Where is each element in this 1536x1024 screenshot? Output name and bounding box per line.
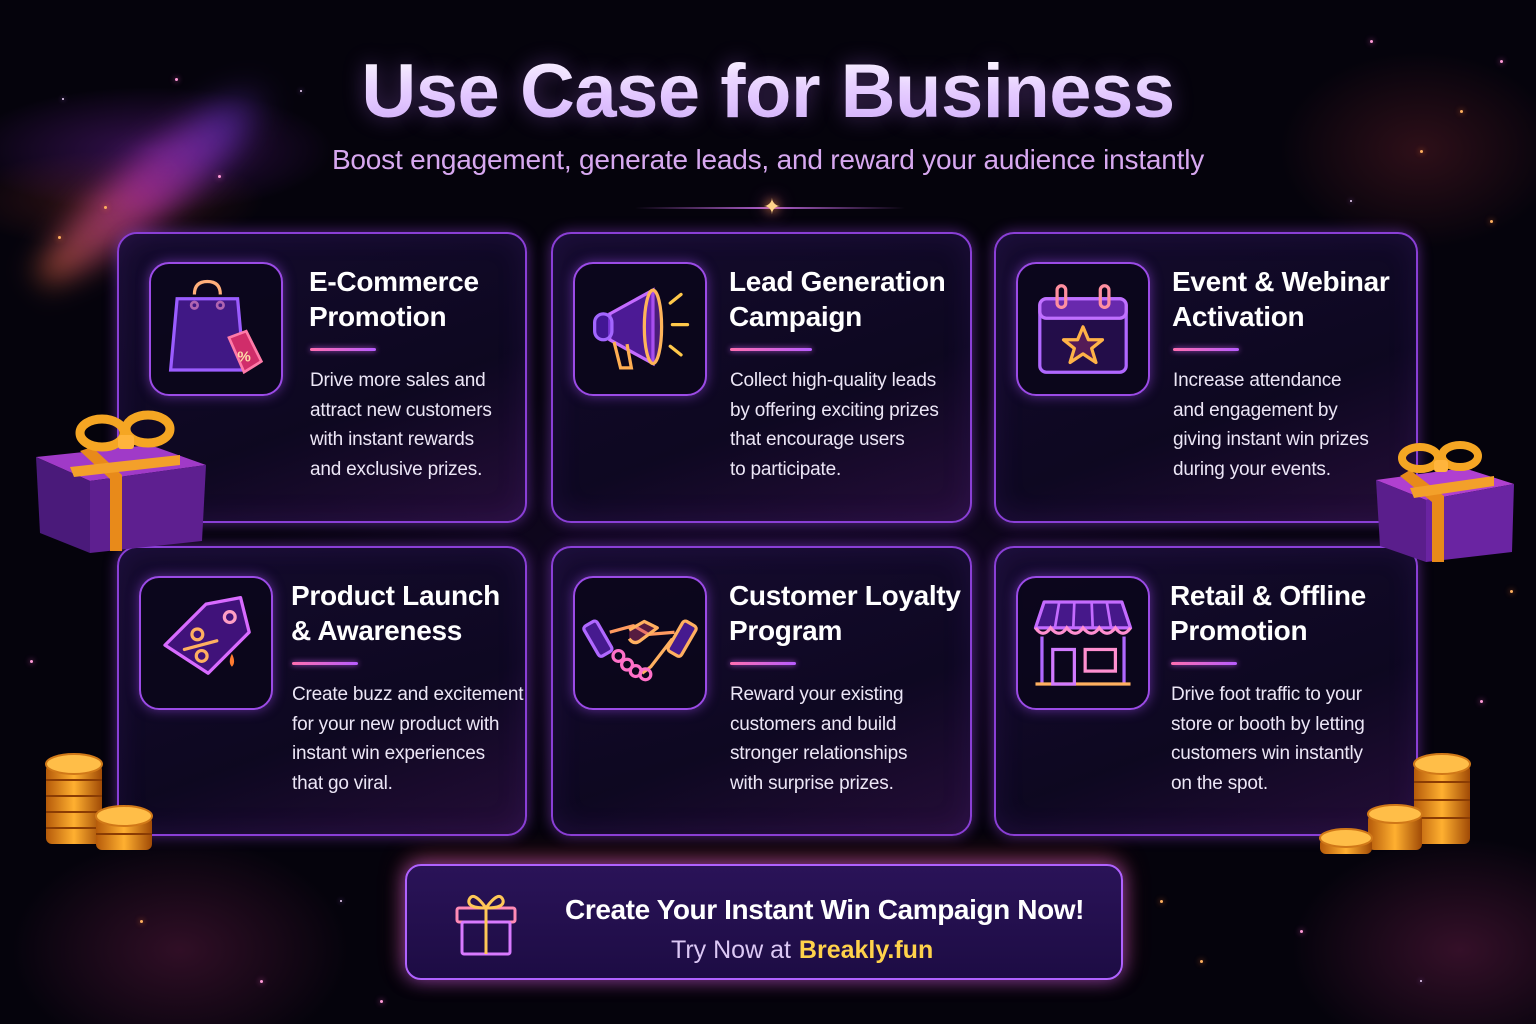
page-title: Use Case for Business: [0, 48, 1536, 135]
page-subtitle: Boost engagement, generate leads, and re…: [331, 144, 1205, 175]
storefront-icon: [1016, 576, 1150, 710]
calendar-star-icon: [1016, 262, 1150, 396]
card-product-launch: Product Launch & Awareness Create buzz a…: [117, 546, 527, 836]
card-description: Increase attendance and engagement by gi…: [1173, 370, 1369, 480]
title-underline: [292, 662, 358, 665]
title-underline: [1173, 348, 1239, 351]
card-description: Drive more sales and attract new custome…: [310, 370, 492, 480]
title-underline: [730, 348, 812, 351]
card-event-webinar: Event & Webinar Activation Increase atte…: [994, 232, 1418, 523]
card-title-line: Activation: [1172, 301, 1305, 332]
title-underline: [310, 348, 376, 351]
card-customer-loyalty: Customer Loyalty Program Reward your exi…: [551, 546, 972, 836]
card-title-line: Program: [729, 615, 843, 646]
gift-icon: [455, 894, 517, 956]
card-title-line: Retail & Offline: [1170, 580, 1366, 611]
handshake-icon: [573, 576, 707, 710]
gift-box-decoration-left: [36, 410, 206, 553]
card-title-line: Promotion: [1170, 615, 1308, 646]
card-title-line: Customer Loyalty: [729, 580, 961, 611]
title-underline: [730, 662, 796, 665]
sparkle-icon: ✦: [762, 194, 782, 219]
gift-box-decoration-right: [1376, 441, 1514, 562]
divider-line: [635, 207, 905, 209]
card-ecommerce-promotion: % E-Commerce Promotion Drive more sales …: [117, 232, 527, 523]
cta-title: Create Your Instant Win Campaign Now!: [565, 894, 1085, 925]
card-title-line: Campaign: [729, 301, 862, 332]
card-title-line: Lead Generation: [729, 266, 946, 297]
card-title-line: & Awareness: [291, 615, 463, 646]
card-title-line: Event & Webinar: [1172, 266, 1390, 297]
card-description: Create buzz and excitement for your new …: [292, 684, 524, 794]
megaphone-icon: [573, 262, 707, 396]
coin-stack-decoration-left: [45, 753, 153, 850]
coin-stack-decoration-right: [1319, 753, 1471, 854]
card-description: Reward your existing customers and build…: [730, 684, 908, 794]
shopping-bag-icon: %: [149, 262, 283, 396]
title-underline: [1171, 662, 1237, 665]
create-campaign-cta-button[interactable]: Create Your Instant Win Campaign Now! Tr…: [405, 864, 1123, 980]
discount-tag-icon: [139, 576, 273, 710]
card-retail-offline: Retail & Offline Promotion Drive foot tr…: [994, 546, 1418, 836]
breakly-link[interactable]: Breakly.fun: [798, 936, 934, 964]
card-description: Collect high-quality leads by offering e…: [730, 370, 939, 480]
card-title-line: Product Launch: [291, 580, 500, 611]
card-lead-generation: Lead Generation Campaign Collect high-qu…: [551, 232, 972, 523]
card-description: Drive foot traffic to your store or boot…: [1171, 684, 1365, 794]
svg-text:%: %: [237, 348, 251, 365]
card-title-line: E-Commerce: [309, 266, 479, 297]
card-title-line: Promotion: [309, 301, 447, 332]
